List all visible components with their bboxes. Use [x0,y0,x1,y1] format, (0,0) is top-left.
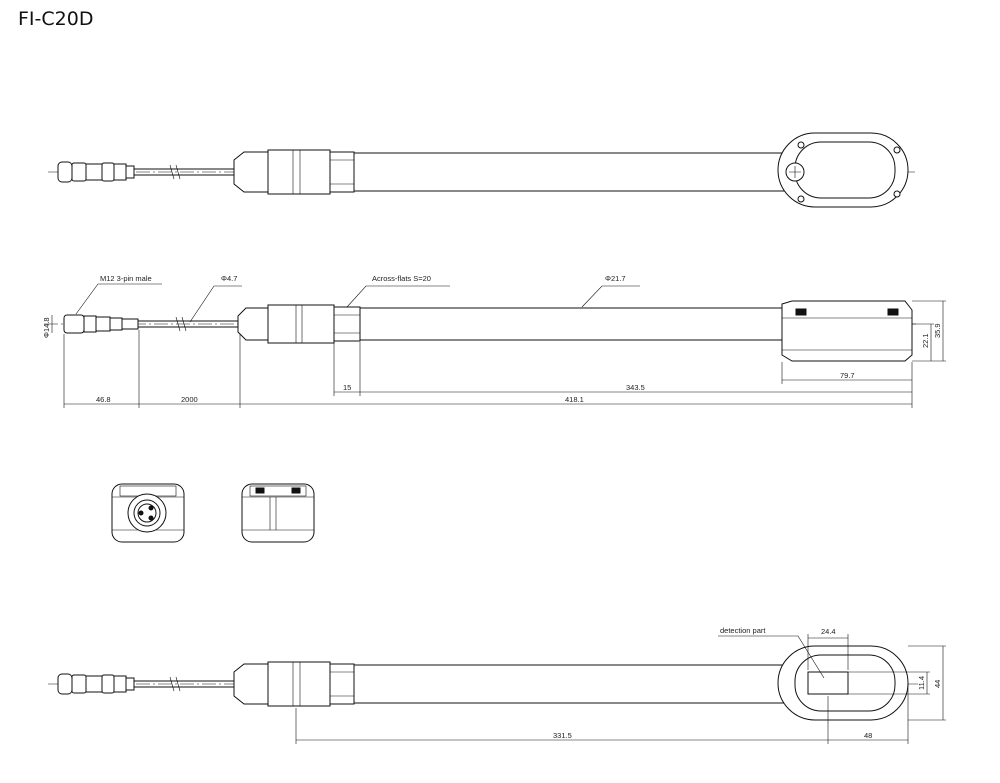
bottom-view: detection part 24.4 11.4 44 331.5 48 [48,626,946,744]
drawing-title: FI-C20D [18,8,94,30]
detection-part-label: detection part [720,626,766,635]
dim-46-8: 46.8 [96,395,111,404]
end-view-head [241,483,315,543]
dim-418-1: 418.1 [565,395,584,404]
top-view [48,132,915,208]
end-view-connector [111,483,185,543]
dim-15: 15 [343,383,351,392]
connector-label: M12 3-pin male [100,274,152,283]
dim-24-4: 24.4 [821,627,836,636]
dim-2000: 2000 [181,395,198,404]
dim-11-4: 11.4 [917,676,926,690]
across-flats-label: Across-flats S=20 [372,274,431,283]
cable-dia-label: Φ4.7 [221,274,237,283]
dim-44: 44 [933,680,942,688]
shaft-dia-label: Φ21.7 [605,274,626,283]
dim-35-9: 35.9 [933,323,942,338]
dim-331-5: 331.5 [553,731,572,740]
dim-79-7: 79.7 [840,371,855,380]
dim-343-5: 343.5 [626,383,645,392]
connector-dia-label: Φ14.8 [42,317,51,338]
dim-48: 48 [864,731,872,740]
side-view: M12 3-pin male Φ4.7 Across-flats S=20 Φ2… [42,274,946,408]
dim-22-1: 22.1 [921,333,930,348]
